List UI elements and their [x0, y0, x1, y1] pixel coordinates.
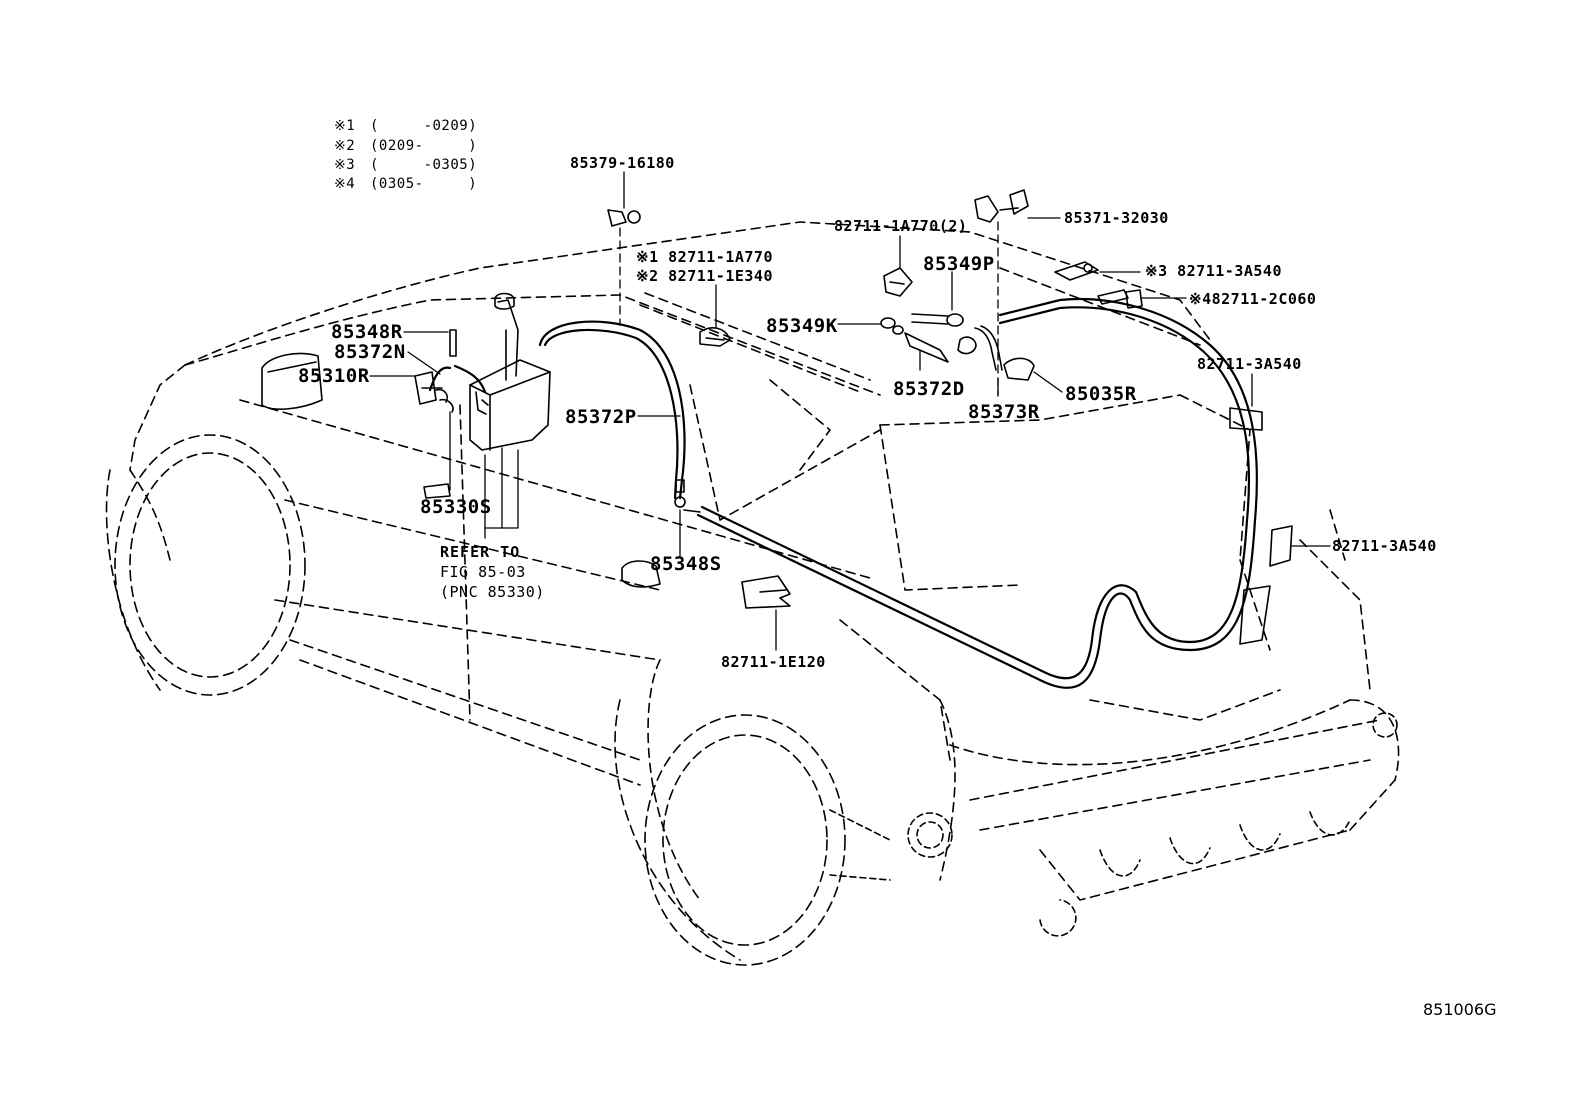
part-label-85330S[interactable]: 85330S: [420, 496, 492, 518]
part-label-85373R[interactable]: 85373R: [968, 401, 1040, 423]
part-label-85349P[interactable]: 85349P: [923, 253, 995, 275]
legend-range-1: ( -0209): [370, 118, 478, 134]
part-label-82711-1A770-2[interactable]: 82711-1A770(2): [834, 217, 968, 235]
washer-tank: [414, 292, 551, 499]
legend-mark-2: ※2: [334, 138, 356, 154]
part-label-82711-2C060-note4[interactable]: ※482711-2C060: [1189, 290, 1317, 308]
washer-hose: [428, 298, 1258, 689]
legend-mark-4: ※4: [334, 176, 356, 192]
part-label-85371-32030[interactable]: 85371-32030: [1064, 209, 1169, 227]
legend-mark-3: ※3: [334, 157, 356, 173]
part-label-85035R[interactable]: 85035R: [1065, 383, 1137, 405]
part-label-82711-1A770-note1[interactable]: ※1 82711-1A770: [636, 248, 773, 266]
wheels: [105, 434, 846, 966]
legend-range-4: (0305- ): [370, 176, 478, 192]
part-label-85379-16180[interactable]: 85379-16180: [570, 154, 675, 172]
part-label-85372N[interactable]: 85372N: [334, 341, 406, 363]
small-parts: [449, 189, 1293, 645]
refer-line-1: REFER TO: [440, 543, 521, 561]
part-label-85372P[interactable]: 85372P: [565, 406, 637, 428]
part-label-85372D[interactable]: 85372D: [893, 378, 965, 400]
part-label-82711-1E120[interactable]: 82711-1E120: [721, 653, 826, 671]
part-label-82711-3A540-note3[interactable]: ※3 82711-3A540: [1145, 262, 1282, 280]
leader-lines: [369, 171, 1331, 651]
part-label-85310R[interactable]: 85310R: [298, 365, 370, 387]
legend-range-2: (0209- ): [370, 138, 478, 154]
part-label-82711-3A540-a[interactable]: 82711-3A540: [1197, 355, 1302, 373]
part-label-82711-3A540-b[interactable]: 82711-3A540: [1332, 537, 1437, 555]
rear-lamps: [829, 712, 1398, 937]
car-body-outline: [129, 221, 1400, 901]
legend-mark-1: ※1: [334, 118, 356, 134]
part-label-85349K[interactable]: 85349K: [766, 315, 838, 337]
part-label-85348S[interactable]: 85348S: [650, 553, 722, 575]
part-label-82711-1E340-note2[interactable]: ※2 82711-1E340: [636, 267, 773, 285]
part-label-85348R[interactable]: 85348R: [331, 321, 403, 343]
refer-line-2: FIG 85-03: [440, 563, 526, 581]
legend-range-3: ( -0305): [370, 157, 478, 173]
refer-line-3: (PNC 85330): [440, 583, 545, 601]
side-mirror: [261, 352, 323, 410]
figure-code: 851006G: [1423, 1000, 1497, 1019]
